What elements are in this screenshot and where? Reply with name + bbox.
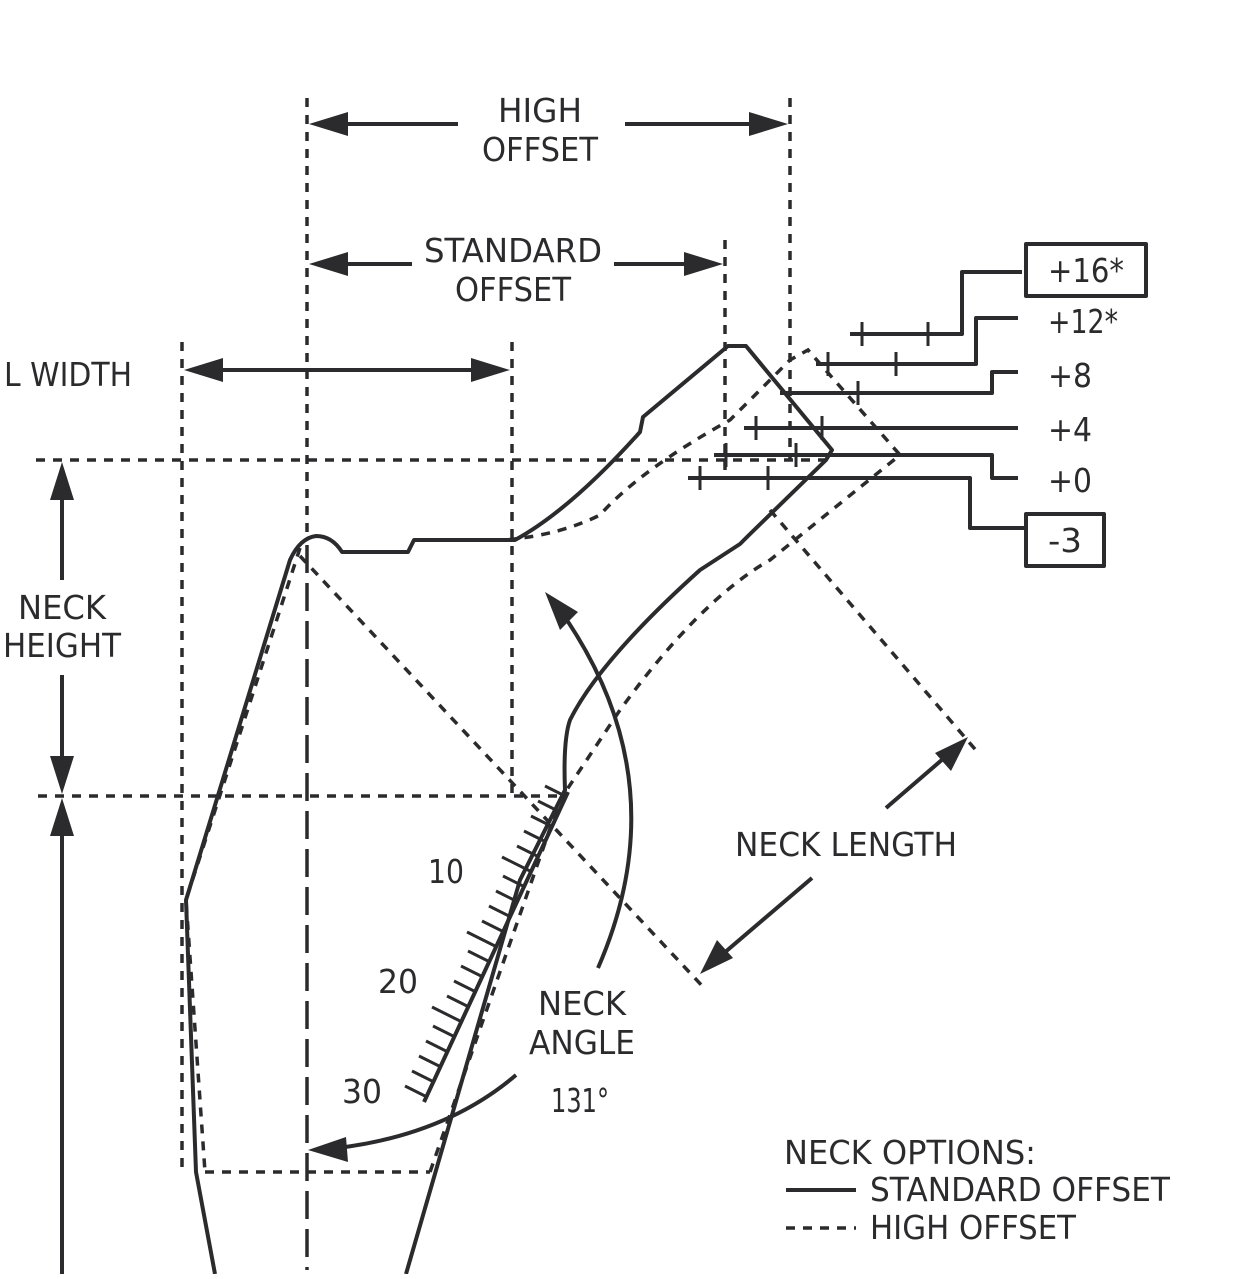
leader-plus8 — [780, 370, 1018, 395]
scale-tick-15 — [431, 1005, 461, 1023]
neck-length-arrow-upper — [935, 737, 968, 771]
scale-tick-18 — [418, 1054, 440, 1068]
neck-angle-label-2: ANGLE — [529, 1023, 635, 1062]
neck-height-arrow-down — [50, 756, 74, 794]
width-label: L WIDTH — [4, 355, 132, 394]
standard-offset-label-1: STANDARD — [424, 231, 602, 270]
leader-plus12 — [816, 316, 1018, 366]
neck-angle-arc — [558, 608, 634, 969]
standard-offset-stem-outline — [184, 344, 834, 1275]
leader-minus3 — [688, 476, 1024, 530]
offset-plus16-box — [1024, 242, 1148, 298]
scale-mark-30: 30 — [342, 1072, 382, 1111]
scale-tick-01 — [537, 799, 559, 813]
scale-tick-02 — [530, 814, 552, 828]
width-arrow-right — [471, 358, 510, 382]
high-offset-stem-outline — [184, 347, 903, 1173]
offset-plus4-label: +4 — [1048, 410, 1092, 449]
offset-plus16-label: +16* — [1048, 251, 1124, 290]
high-offset-label-1: HIGH — [498, 91, 582, 130]
neck-length-label: NECK LENGTH — [735, 825, 957, 864]
scale-mark-10: 10 — [428, 852, 464, 891]
neck-height-label-2: HEIGHT — [3, 626, 122, 665]
scale-tick-12 — [460, 964, 482, 978]
standard-offset-label-2: OFFSET — [455, 270, 572, 309]
offset-minus3-box — [1024, 512, 1106, 568]
scale-tick-03 — [523, 829, 545, 843]
scale-baseline — [422, 791, 570, 1103]
legend-standard-label: STANDARD OFFSET — [870, 1170, 1171, 1209]
scale-tick-04 — [516, 844, 538, 858]
neck-angle-arrow-bottom — [308, 1137, 348, 1162]
scale-tick-09 — [481, 919, 503, 933]
high-offset-arrow-left — [309, 112, 348, 136]
neck-length-end-guide — [768, 508, 982, 757]
legend-high-label: HIGH OFFSET — [870, 1208, 1077, 1247]
scale-tick-11 — [467, 949, 489, 963]
neck-angle-arc-lower — [317, 1073, 518, 1152]
neck-angle-label-1: NECK — [538, 984, 627, 1023]
scale-tick-20 — [404, 1084, 426, 1098]
offset-plus0-label: +0 — [1048, 461, 1092, 500]
neck-height-label-1: NECK — [18, 588, 107, 627]
offset-plus8-label: +8 — [1048, 356, 1092, 395]
scale-tick-07 — [495, 889, 517, 903]
scale-tick-00 — [544, 784, 566, 798]
leader-plus0 — [714, 453, 1018, 480]
neck-height-arrow-up — [50, 462, 74, 500]
neck-angle-arrow-top — [545, 592, 578, 630]
scale-tick-05 — [501, 855, 531, 873]
scale-tick-19 — [411, 1069, 433, 1083]
scale-tick-16 — [432, 1024, 454, 1038]
offset-minus3-label: -3 — [1048, 521, 1082, 560]
neck-length-arrow-lower — [700, 940, 733, 974]
resection-scale — [404, 784, 570, 1103]
standard-offset-arrow-right — [684, 252, 723, 276]
scale-tick-08 — [488, 904, 510, 918]
high-offset-arrow-right — [749, 112, 788, 136]
head-offset-leaders — [688, 270, 1024, 530]
scale-tick-17 — [425, 1039, 447, 1053]
stem-height-arrow-up — [50, 798, 74, 836]
scale-tick-13 — [453, 979, 475, 993]
scale-mark-20: 20 — [378, 962, 418, 1001]
width-arrow-left — [184, 358, 223, 382]
high-offset-label-2: OFFSET — [482, 130, 599, 169]
scale-tick-14 — [446, 994, 468, 1008]
neck-angle-value: 131° — [551, 1081, 609, 1120]
leader-plus16 — [850, 270, 1022, 336]
offset-plus12-label: +12* — [1048, 302, 1118, 341]
neck-length-dim-lower — [708, 876, 814, 967]
legend: NECK OPTIONS: STANDARD OFFSET HIGH OFFSE… — [784, 1133, 1171, 1247]
scale-tick-10 — [466, 930, 496, 948]
standard-offset-arrow-left — [309, 252, 348, 276]
neck-axis-line — [298, 554, 708, 992]
legend-title: NECK OPTIONS: — [784, 1133, 1036, 1172]
scale-tick-06 — [502, 874, 524, 888]
